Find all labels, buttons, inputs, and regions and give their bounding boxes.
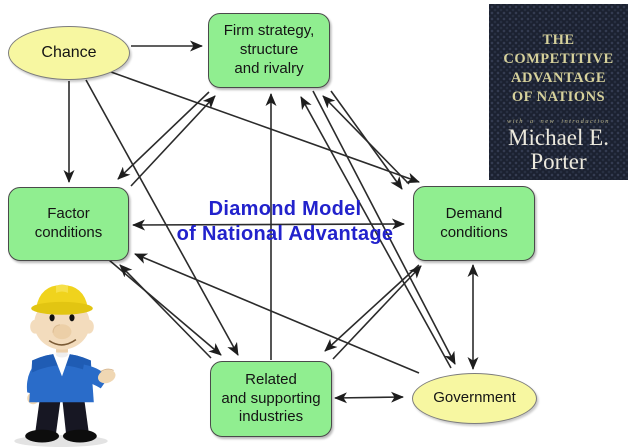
diagram-title-line1: Diamond Model (208, 198, 362, 220)
diagram-edges (63, 40, 479, 404)
node-related-industries: Related and supporting industries (210, 361, 332, 437)
edge-chance-related (85, 79, 239, 356)
book-title-line3: ADVANTAGE (510, 70, 606, 86)
edge-firm-factor (117, 91, 210, 180)
edge-related-demand (332, 265, 422, 360)
node-chance-label: Chance (41, 44, 97, 61)
construction-worker-mascot-image (14, 284, 116, 448)
node-government-label: Government (433, 389, 516, 407)
edge-related-factor (119, 264, 212, 359)
node-demand-conditions: Demand conditions (413, 186, 535, 261)
node-firm-strategy: Firm strategy, structure and rivalry (208, 13, 330, 88)
edge-government-factor (134, 253, 420, 374)
edge-factor-demand (132, 218, 405, 231)
diagram-title-line2: of National Advantage (176, 223, 394, 245)
node-related-label-line2: and supporting (221, 389, 321, 407)
book-title-line1: THE (542, 32, 575, 48)
edge-factor-related (108, 259, 222, 356)
edge-chance-demand (110, 71, 420, 184)
book-title-line4: OF NATIONS (511, 89, 606, 105)
diagram-title: Diamond Model of National Advantage (150, 197, 420, 247)
node-related-label-line3: industries (238, 408, 304, 426)
node-firm-label-line1: Firm strategy, (223, 22, 315, 40)
book-title-line2: COMPETITIVE (503, 51, 614, 67)
node-chance: Chance (8, 26, 130, 80)
edge-firm-demand (330, 90, 403, 190)
node-firm-label-line2: structure (239, 41, 299, 59)
node-related-label-line1: Related (245, 370, 297, 388)
edge-government-firm (300, 96, 452, 369)
node-factor-label-line2: conditions (34, 224, 103, 241)
book-author-line2: Porter (530, 149, 587, 174)
node-government: Government (412, 373, 537, 424)
node-demand-label-line1: Demand (445, 204, 503, 222)
edge-demand-related (324, 264, 420, 352)
node-factor-label-line1: Factor (47, 205, 90, 223)
book-subtitle: with a new introduction (507, 118, 610, 125)
book-cover-image: THE COMPETITIVE ADVANTAGE OF NATIONS wit… (489, 4, 628, 180)
node-demand-label-line2: conditions (440, 223, 508, 241)
node-factor-conditions: Factor conditions (8, 187, 129, 261)
edge-related-government (334, 391, 404, 404)
book-author-line1: Michael E. (508, 125, 609, 150)
edge-factor-firm (130, 95, 216, 187)
node-firm-label-line3: and rivalry (234, 59, 304, 77)
